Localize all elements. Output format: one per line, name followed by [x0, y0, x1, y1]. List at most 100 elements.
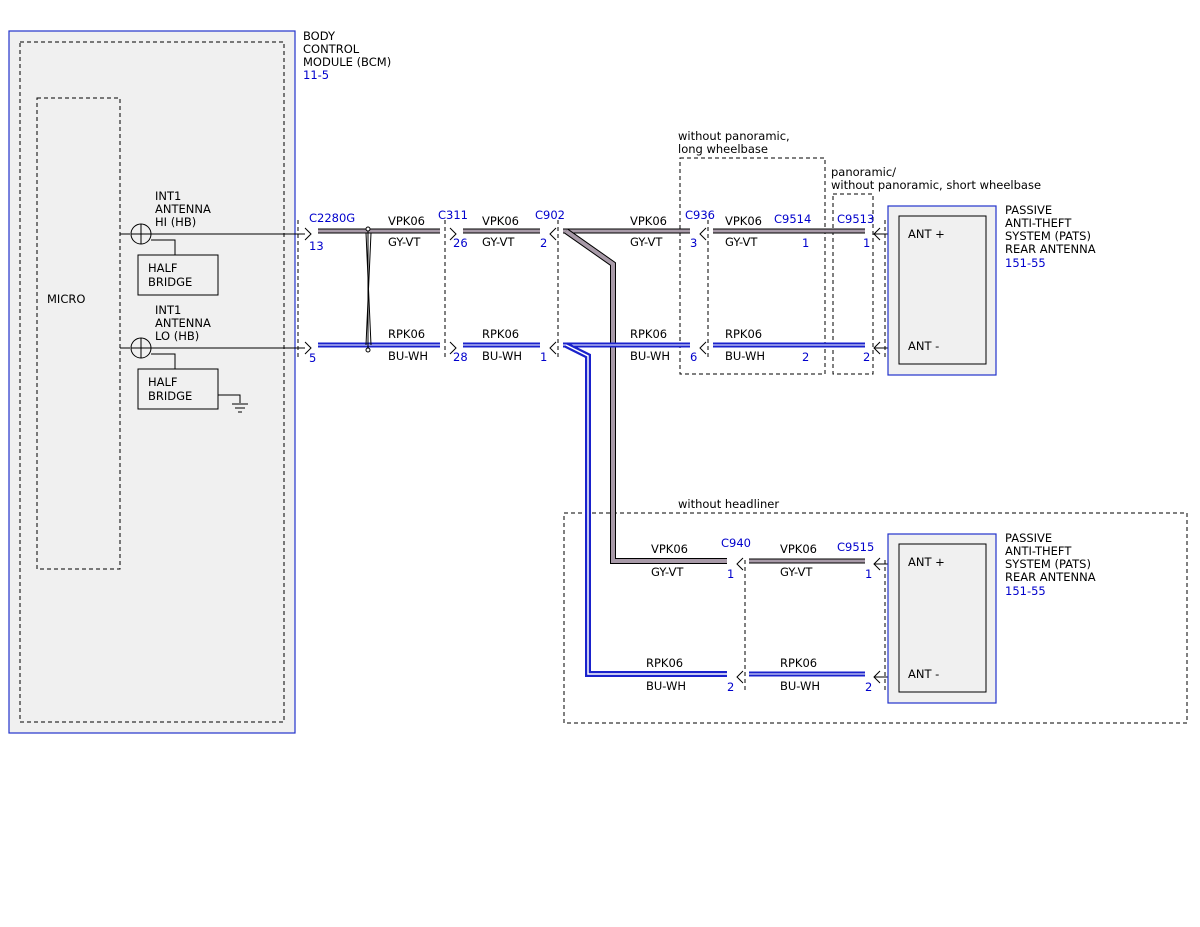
wire-color-label: GY-VT: [780, 565, 813, 579]
wire-circuit-label: VPK06: [651, 542, 688, 556]
short-wheelbase-label-line-2: without panoramic, short wheelbase: [831, 178, 1041, 192]
lo-label-line-1: INT1: [155, 303, 181, 317]
antenna-upper-page-ref[interactable]: 151-55: [1005, 256, 1046, 270]
hi-label-line-2: ANTENNA: [155, 202, 211, 216]
pin-c902-hi: 2: [540, 236, 547, 250]
wire-circuit-label: RPK06: [388, 327, 425, 341]
antenna-upper-title-line-1: PASSIVE: [1005, 203, 1052, 217]
wire-color-label: BU-WH: [630, 349, 670, 363]
connector-arrows: [304, 227, 900, 684]
wire-color-label: BU-WH: [482, 349, 522, 363]
connector-boundaries: [297, 220, 886, 690]
hi-wire-branch: [564, 228, 727, 564]
antenna-upper-title-line-2: ANTI-THEFT: [1005, 216, 1072, 230]
connector-c936[interactable]: C936: [685, 208, 715, 222]
lo-half-bridge-line-1: HALF: [148, 375, 178, 389]
wire-color-label: GY-VT: [651, 565, 684, 579]
arrow-c940-lo: [736, 670, 744, 684]
pats-antenna-lower: ANT + ANT - PASSIVE ANTI-THEFT SYSTEM (P…: [887, 531, 1096, 704]
headliner-label: without headliner: [678, 497, 779, 511]
connector-c9513[interactable]: C9513: [837, 212, 874, 226]
lo-half-bridge-line-2: BRIDGE: [148, 389, 192, 403]
bcm-title-line-2: CONTROL: [303, 42, 360, 56]
wire-circuit-label: RPK06: [630, 327, 667, 341]
connector-c940[interactable]: C940: [721, 536, 751, 550]
hi-half-bridge-box: [137, 254, 219, 296]
antenna-lower-page-ref[interactable]: 151-55: [1005, 584, 1046, 598]
lo-label-line-3: LO (HB): [155, 329, 199, 343]
micro-boundary: [36, 97, 121, 570]
hi-half-bridge-line-2: BRIDGE: [148, 275, 192, 289]
antenna-lower-title-line-3: SYSTEM (PATS): [1005, 557, 1091, 571]
bcm-inner-boundary: [19, 41, 285, 723]
antenna-upper-pin-plus: ANT +: [908, 227, 945, 241]
pin-c936-lo: 6: [690, 350, 697, 364]
short-wheelbase-boundary: [832, 193, 874, 375]
antenna-lower-title-line-1: PASSIVE: [1005, 531, 1052, 545]
hi-half-bridge-line-1: HALF: [148, 261, 178, 275]
wire-color-label: BU-WH: [780, 679, 820, 693]
wire-circuit-label: VPK06: [630, 214, 667, 228]
pin-c2280g-lo: 5: [309, 351, 316, 365]
long-wheelbase-label-line-1: without panoramic,: [678, 129, 790, 143]
pin-c9514-lo: 2: [802, 350, 809, 364]
bcm-outline: [8, 30, 296, 734]
pin-c940-hi: 1: [727, 567, 734, 581]
bcm-page-ref[interactable]: 11-5: [303, 68, 329, 82]
bcm-title-line-3: MODULE (BCM): [303, 55, 391, 69]
pin-c2280g-hi: 13: [309, 239, 324, 253]
wire-color-label: GY-VT: [388, 235, 421, 249]
connector-c311[interactable]: C311: [438, 208, 468, 222]
arrow-c311-lo: [449, 341, 457, 355]
arrow-c902-lo: [549, 341, 557, 355]
pin-c9514-hi: 1: [802, 236, 809, 250]
wire-color-label: GY-VT: [482, 235, 515, 249]
pin-c311-hi: 26: [453, 236, 468, 250]
wire-circuit-label: RPK06: [646, 656, 683, 670]
arrow-c2280g-lo: [304, 341, 312, 355]
connector-c2280g[interactable]: C2280G: [309, 211, 355, 225]
pin-c311-lo: 28: [453, 350, 468, 364]
pin-c936-hi: 3: [690, 236, 697, 250]
arrow-c940-hi: [736, 557, 744, 571]
pats-antenna-upper: ANT + ANT - PASSIVE ANTI-THEFT SYSTEM (P…: [887, 203, 1096, 376]
lo-label-line-2: ANTENNA: [155, 316, 211, 330]
wire-circuit-label: RPK06: [482, 327, 519, 341]
wire-color-label: BU-WH: [725, 349, 765, 363]
lo-wire-branch: [564, 342, 727, 677]
antenna-lower-body: [898, 543, 987, 693]
connector-c902[interactable]: C902: [535, 208, 565, 222]
antenna-upper-pin-minus: ANT -: [908, 339, 939, 353]
wire-circuit-label: RPK06: [780, 656, 817, 670]
wire-circuit-label: VPK06: [780, 542, 817, 556]
ground-icon: [218, 394, 248, 413]
pin-c940-lo: 2: [727, 680, 734, 694]
connector-c9515[interactable]: C9515: [837, 540, 874, 554]
headliner-boundary: [563, 512, 1188, 724]
wire-circuit-label: VPK06: [725, 214, 762, 228]
antenna-lower-title-line-4: REAR ANTENNA: [1005, 570, 1096, 584]
short-wheelbase-label-line-1: panoramic/: [831, 165, 896, 179]
connector-labels: C2280G 13 5 C311 26 28 C902 2 1 C936 3 6…: [309, 208, 874, 694]
pin-c9515-lo: 2: [865, 680, 872, 694]
antenna-upper-title-line-3: SYSTEM (PATS): [1005, 229, 1091, 243]
antenna-lower-title-line-2: ANTI-THEFT: [1005, 544, 1072, 558]
pin-c902-lo: 1: [540, 350, 547, 364]
arrow-c2280g-hi: [304, 227, 312, 241]
hi-label-line-1: INT1: [155, 189, 181, 203]
pin-c9513-lo: 2: [863, 350, 870, 364]
lo-half-bridge-box: [137, 368, 219, 410]
wire-circuit-label: VPK06: [482, 214, 519, 228]
arrow-c311-hi: [449, 227, 457, 241]
pin-c9513-hi: 1: [863, 236, 870, 250]
twisted-pair-icon: [365, 226, 372, 353]
wire-circuit-label: VPK06: [388, 214, 425, 228]
lo-wire-runs: [318, 342, 865, 677]
arrow-c902-hi: [549, 227, 557, 241]
wire-color-label: BU-WH: [646, 679, 686, 693]
long-wheelbase-boundary: [679, 157, 826, 375]
connector-c9514[interactable]: C9514: [774, 212, 811, 226]
pin-c9515-hi: 1: [865, 567, 872, 581]
wire-circuit-label: RPK06: [725, 327, 762, 341]
